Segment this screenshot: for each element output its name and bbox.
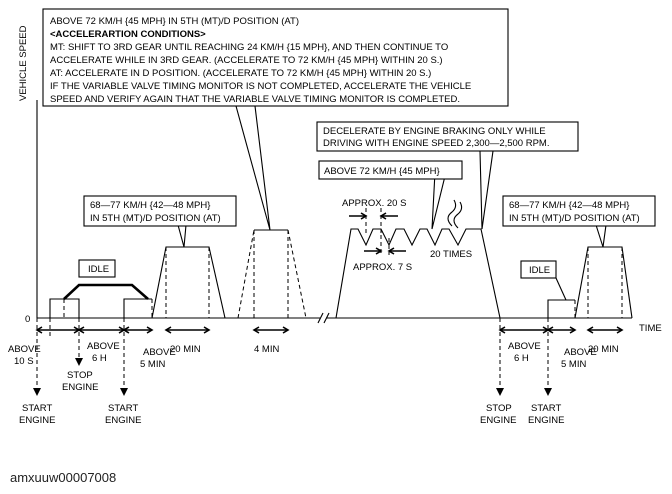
svg-text:4 MIN: 4 MIN bbox=[254, 344, 279, 355]
svg-text:START: START bbox=[108, 403, 138, 414]
svg-text:ABOVE: ABOVE bbox=[143, 347, 176, 358]
origin-label: 0 bbox=[25, 314, 30, 325]
event-markers bbox=[33, 299, 552, 396]
svg-text:68—77 KM/H {42—48 MPH}: 68—77 KM/H {42—48 MPH} bbox=[509, 200, 629, 211]
idle-box-left: IDLE bbox=[78, 259, 116, 278]
svg-text:DECELERATE BY ENGINE BRAKING O: DECELERATE BY ENGINE BRAKING ONLY WHILE bbox=[323, 126, 546, 137]
duration-arrows bbox=[35, 326, 624, 334]
svg-text:IN 5TH (MT)/D POSITION (AT): IN 5TH (MT)/D POSITION (AT) bbox=[90, 213, 221, 224]
svg-text:5 MIN: 5 MIN bbox=[561, 359, 586, 370]
svg-text:ABOVE 72 KM/H {45 MPH}: ABOVE 72 KM/H {45 MPH} bbox=[324, 166, 440, 177]
above-72-box: ABOVE 72 KM/H {45 MPH} bbox=[318, 160, 463, 180]
acceleration-conditions-box: ABOVE 72 KM/H {45 MPH} IN 5TH (MT)/D POS… bbox=[42, 8, 509, 107]
svg-text:ENGINE: ENGINE bbox=[105, 415, 141, 426]
svg-text:ENGINE: ENGINE bbox=[480, 415, 516, 426]
svg-text:STOP: STOP bbox=[67, 370, 93, 381]
svg-text:20 TIMES: 20 TIMES bbox=[430, 249, 472, 260]
event-labels: START ENGINE STOP ENGINE START ENGINE ST… bbox=[19, 370, 564, 426]
svg-text:5 MIN: 5 MIN bbox=[140, 359, 165, 370]
svg-text:ABOVE 72 KM/H {45 MPH} IN 5TH: ABOVE 72 KM/H {45 MPH} IN 5TH (MT)/D POS… bbox=[50, 16, 299, 27]
decelerate-box: DECELERATE BY ENGINE BRAKING ONLY WHILE … bbox=[316, 121, 579, 152]
svg-text:68—77 KM/H {42—48 MPH}: 68—77 KM/H {42—48 MPH} bbox=[90, 200, 210, 211]
svg-text:20 MIN: 20 MIN bbox=[588, 344, 619, 355]
svg-text:IN 5TH (MT)/D POSITION (AT): IN 5TH (MT)/D POSITION (AT) bbox=[509, 213, 640, 224]
svg-text:ABOVE: ABOVE bbox=[8, 344, 41, 355]
svg-text:<ACCELERARTION CONDITIONS>: <ACCELERARTION CONDITIONS> bbox=[50, 29, 206, 40]
svg-text:ABOVE: ABOVE bbox=[508, 341, 541, 352]
x-axis-label: TIME bbox=[639, 323, 662, 334]
callout-leaders bbox=[177, 105, 607, 248]
svg-text:IDLE: IDLE bbox=[529, 265, 550, 276]
svg-text:ABOVE: ABOVE bbox=[87, 341, 120, 352]
svg-text:ENGINE: ENGINE bbox=[528, 415, 564, 426]
svg-text:MT: SHIFT TO 3RD GEAR UNTIL RE: MT: SHIFT TO 3RD GEAR UNTIL REACHING 24 … bbox=[50, 42, 448, 53]
svg-text:IDLE: IDLE bbox=[88, 264, 109, 275]
speed-box-right: 68—77 KM/H {42—48 MPH} IN 5TH (MT)/D POS… bbox=[502, 195, 656, 227]
svg-text:DRIVING WITH ENGINE SPEED 2,30: DRIVING WITH ENGINE SPEED 2,300—2,500 RP… bbox=[323, 138, 549, 149]
svg-text:ACCELERATE WHILE IN 3RD GEAR.: ACCELERATE WHILE IN 3RD GEAR. (ACCELERAT… bbox=[50, 55, 443, 66]
svg-text:START: START bbox=[531, 403, 561, 414]
svg-text:IF THE VARIABLE VALVE TIMING M: IF THE VARIABLE VALVE TIMING MONITOR IS … bbox=[50, 81, 471, 92]
axes: VEHICLE SPEED TIME 0 bbox=[18, 25, 662, 334]
svg-text:STOP: STOP bbox=[486, 403, 512, 414]
svg-text:10 S: 10 S bbox=[14, 356, 34, 367]
svg-text:ENGINE: ENGINE bbox=[62, 382, 98, 393]
approx-annotations: APPROX. 20 S APPROX. 7 S 20 TIMES bbox=[342, 198, 472, 273]
svg-text:ENGINE: ENGINE bbox=[19, 415, 55, 426]
speed-box-left: 68—77 KM/H {42—48 MPH} IN 5TH (MT)/D POS… bbox=[83, 195, 237, 227]
svg-text:SPEED AND VERIFY AGAIN THAT TH: SPEED AND VERIFY AGAIN THAT THE VARIABLE… bbox=[50, 94, 460, 105]
svg-text:APPROX. 20 S: APPROX. 20 S bbox=[342, 198, 406, 209]
svg-text:START: START bbox=[22, 403, 52, 414]
figure-code: amxuuw00007008 bbox=[10, 470, 117, 485]
idle-box-right: IDLE bbox=[520, 260, 567, 301]
speed-profile bbox=[49, 228, 633, 319]
duration-labels: ABOVE 10 S ABOVE 6 H ABOVE 5 MIN 20 MIN … bbox=[8, 341, 619, 370]
svg-text:20 MIN: 20 MIN bbox=[170, 344, 201, 355]
svg-text:ABOVE: ABOVE bbox=[564, 347, 597, 358]
svg-text:6 H: 6 H bbox=[514, 353, 529, 364]
svg-text:APPROX. 7 S: APPROX. 7 S bbox=[353, 262, 412, 273]
svg-text:6 H: 6 H bbox=[92, 353, 107, 364]
y-axis-label: VEHICLE SPEED bbox=[18, 25, 29, 101]
svg-text:AT: ACCELERATE IN D POSITION.: AT: ACCELERATE IN D POSITION. (ACCELERAT… bbox=[50, 68, 431, 79]
